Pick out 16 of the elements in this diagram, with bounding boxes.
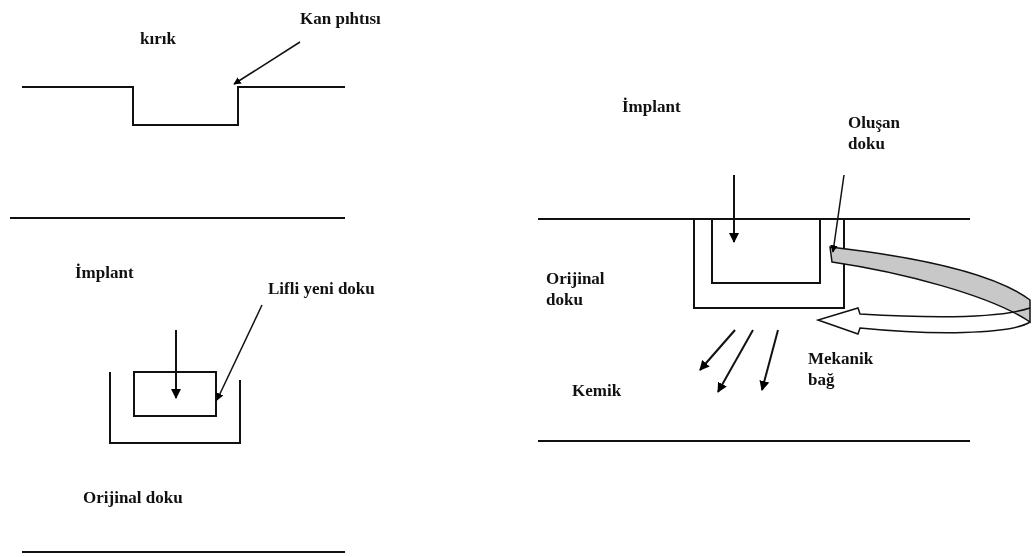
part-label: İmplant [75, 262, 134, 284]
part-label: Mekanik bağ [808, 348, 875, 391]
part-label: Orijinal doku [546, 268, 606, 311]
callout-label: Oluşan doku [848, 112, 928, 155]
implant-rect [711, 218, 821, 284]
leader-line [830, 174, 845, 253]
part-label: Orijinal doku [83, 487, 183, 509]
callout-label: Lifli yeni doku [268, 278, 375, 300]
implant-rect [133, 371, 217, 417]
leader-line [233, 41, 301, 85]
leader-line [216, 304, 263, 401]
tissue-band [829, 246, 1031, 323]
part-label: İmplant [622, 96, 681, 118]
part-label: Kemik [572, 380, 622, 402]
callout-label: Kan pıhtısı [300, 8, 381, 30]
part-label: kırık [140, 28, 176, 50]
